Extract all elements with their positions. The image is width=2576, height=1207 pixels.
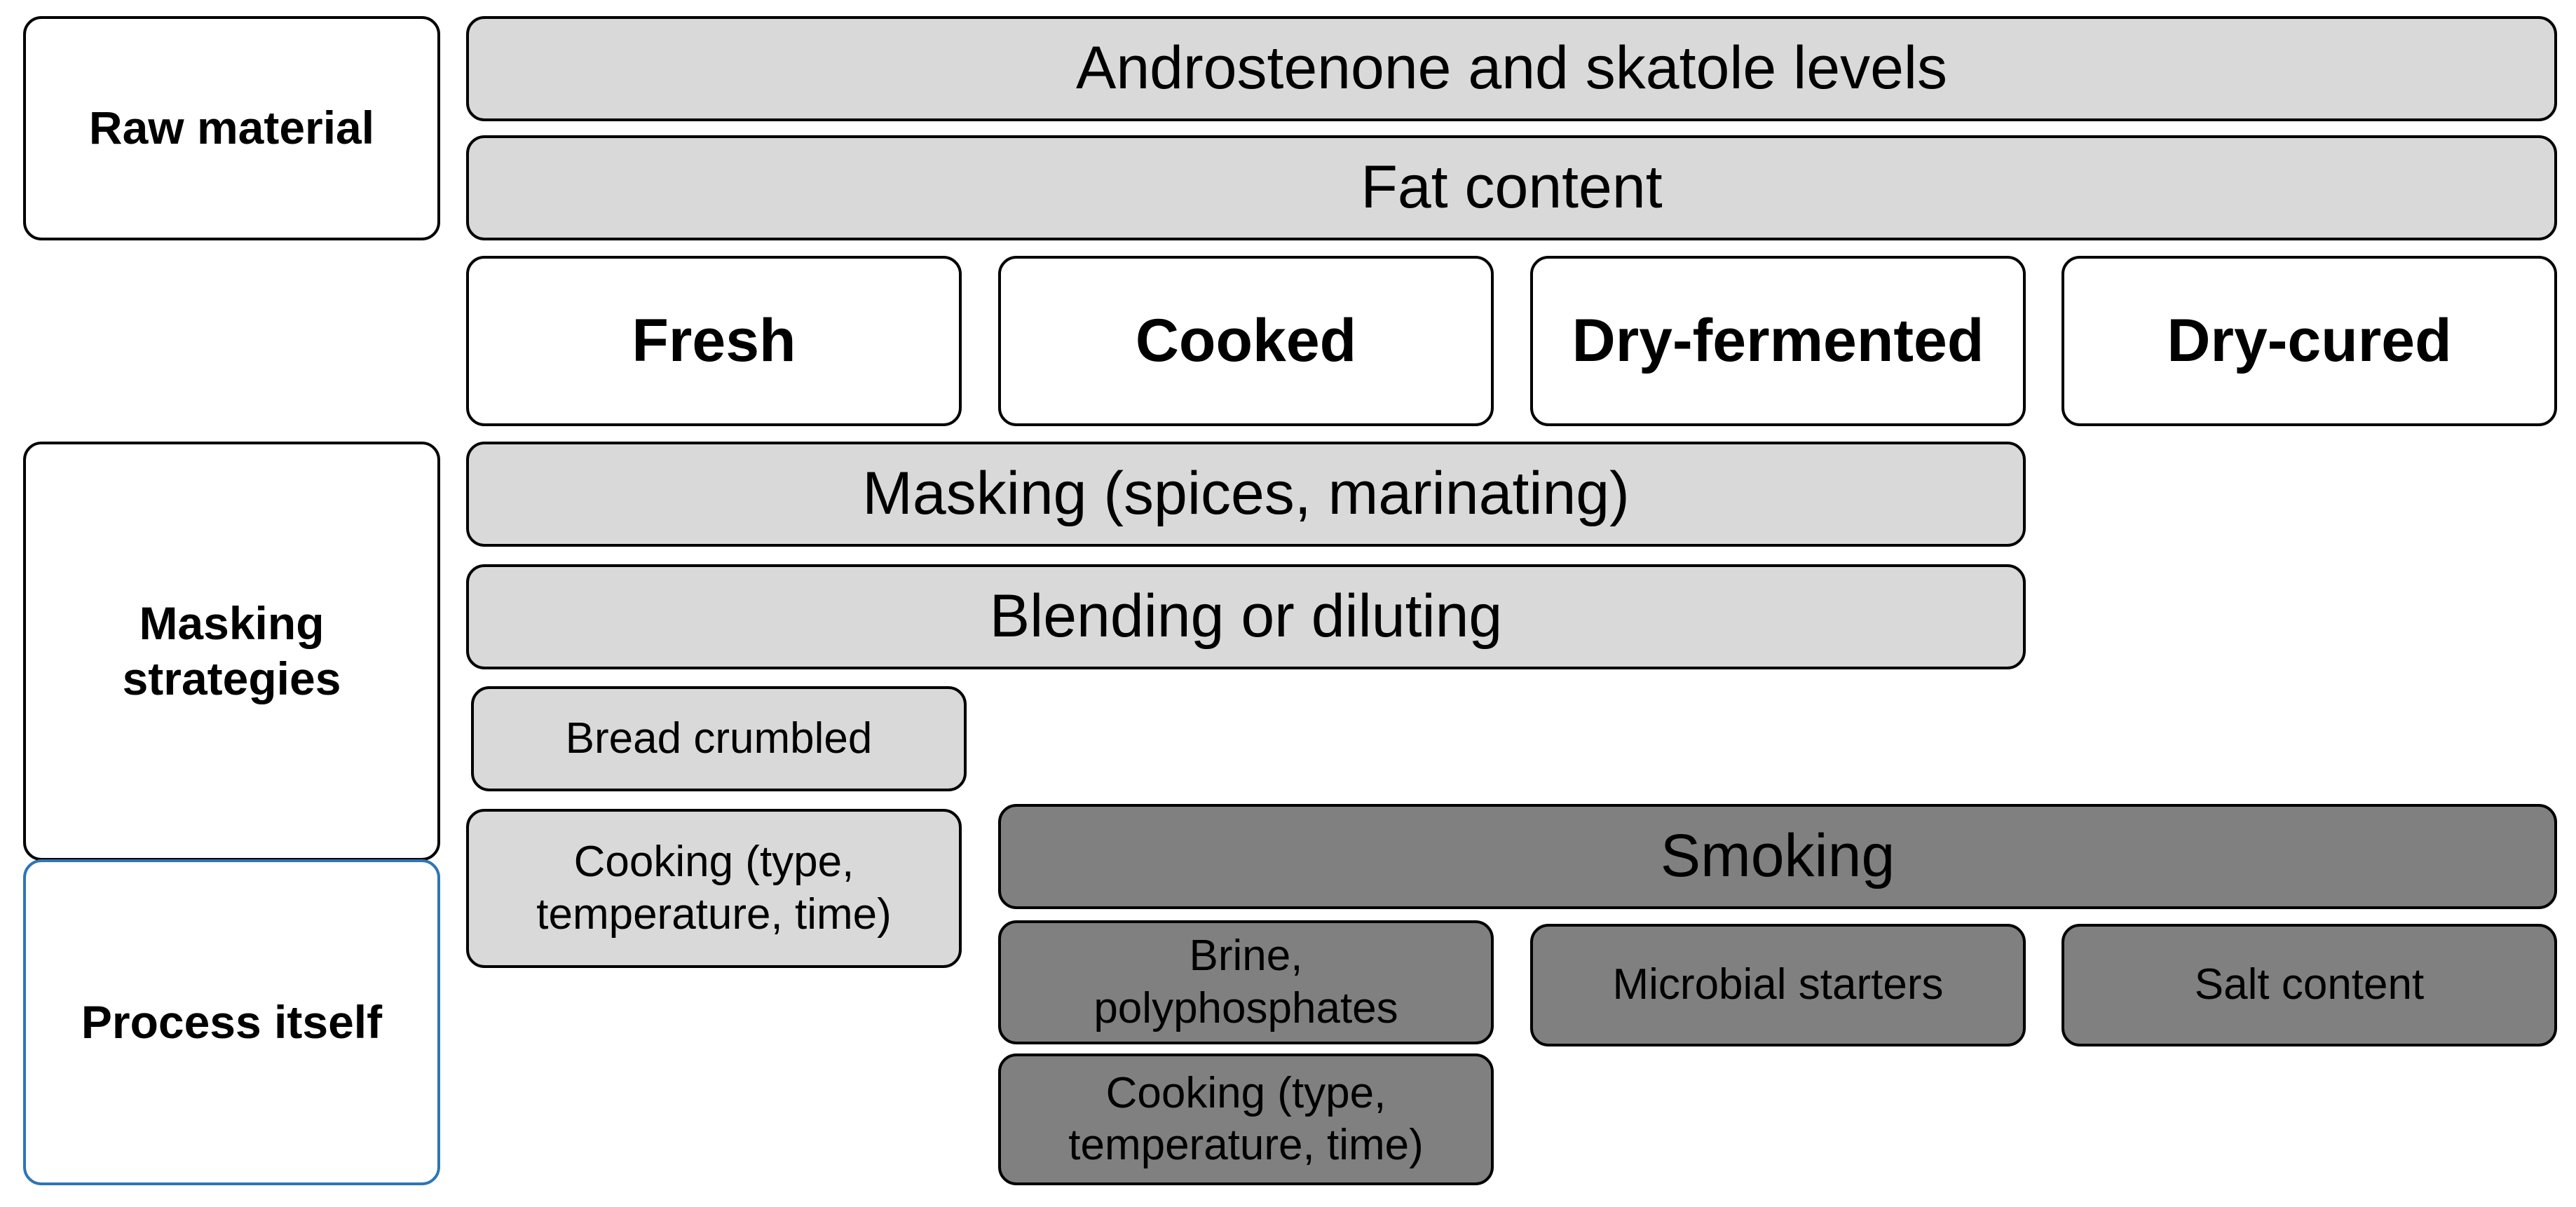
bread-crumbled-box: Bread crumbled bbox=[471, 686, 967, 791]
column-dry-cured-text: Dry-cured bbox=[2167, 306, 2452, 374]
raw-material-label: Raw material bbox=[23, 16, 440, 240]
androstenone-skatole-text: Androstenone and skatole levels bbox=[1075, 34, 1948, 102]
column-cooked: Cooked bbox=[998, 256, 1494, 426]
cooking-fresh-box: Cooking (type, temperature, time) bbox=[466, 809, 962, 968]
masking-spices-box: Masking (spices, marinating) bbox=[466, 442, 2026, 547]
masking-strategies-label-text: Masking strategies bbox=[122, 596, 341, 704]
blending-diluting-box: Blending or diluting bbox=[466, 564, 2026, 669]
smoking-text: Smoking bbox=[1660, 822, 1895, 890]
masking-spices-text: Masking (spices, marinating) bbox=[862, 460, 1630, 528]
bread-crumbled-text: Bread crumbled bbox=[565, 714, 873, 763]
column-dry-fermented-text: Dry-fermented bbox=[1572, 306, 1984, 374]
salt-content-box: Salt content bbox=[2062, 924, 2557, 1046]
microbial-starters-box: Microbial starters bbox=[1530, 924, 2026, 1046]
brine-polyphosphates-text: Brine, polyphosphates bbox=[1093, 932, 1398, 1032]
fat-content-box: Fat content bbox=[466, 135, 2557, 240]
column-dry-cured: Dry-cured bbox=[2062, 256, 2557, 426]
column-fresh: Fresh bbox=[466, 256, 962, 426]
process-itself-label-text: Process itself bbox=[81, 995, 383, 1048]
raw-material-label-text: Raw material bbox=[88, 102, 375, 154]
cooking-cooked-text: Cooking (type, temperature, time) bbox=[1068, 1068, 1424, 1169]
column-fresh-text: Fresh bbox=[632, 306, 796, 374]
column-dry-fermented: Dry-fermented bbox=[1530, 256, 2026, 426]
fat-content-text: Fat content bbox=[1361, 154, 1663, 221]
androstenone-skatole-box: Androstenone and skatole levels bbox=[466, 16, 2557, 121]
brine-polyphosphates-box: Brine, polyphosphates bbox=[998, 920, 1494, 1044]
column-cooked-text: Cooked bbox=[1135, 306, 1357, 374]
masking-strategies-label: Masking strategies bbox=[23, 442, 440, 861]
microbial-starters-text: Microbial starters bbox=[1612, 960, 1944, 1009]
cooking-cooked-box: Cooking (type, temperature, time) bbox=[998, 1053, 1494, 1185]
process-itself-label: Process itself bbox=[23, 859, 440, 1185]
smoking-box: Smoking bbox=[998, 804, 2557, 909]
salt-content-text: Salt content bbox=[2194, 960, 2425, 1009]
cooking-fresh-text: Cooking (type, temperature, time) bbox=[536, 838, 892, 939]
blending-diluting-text: Blending or diluting bbox=[989, 582, 1503, 650]
